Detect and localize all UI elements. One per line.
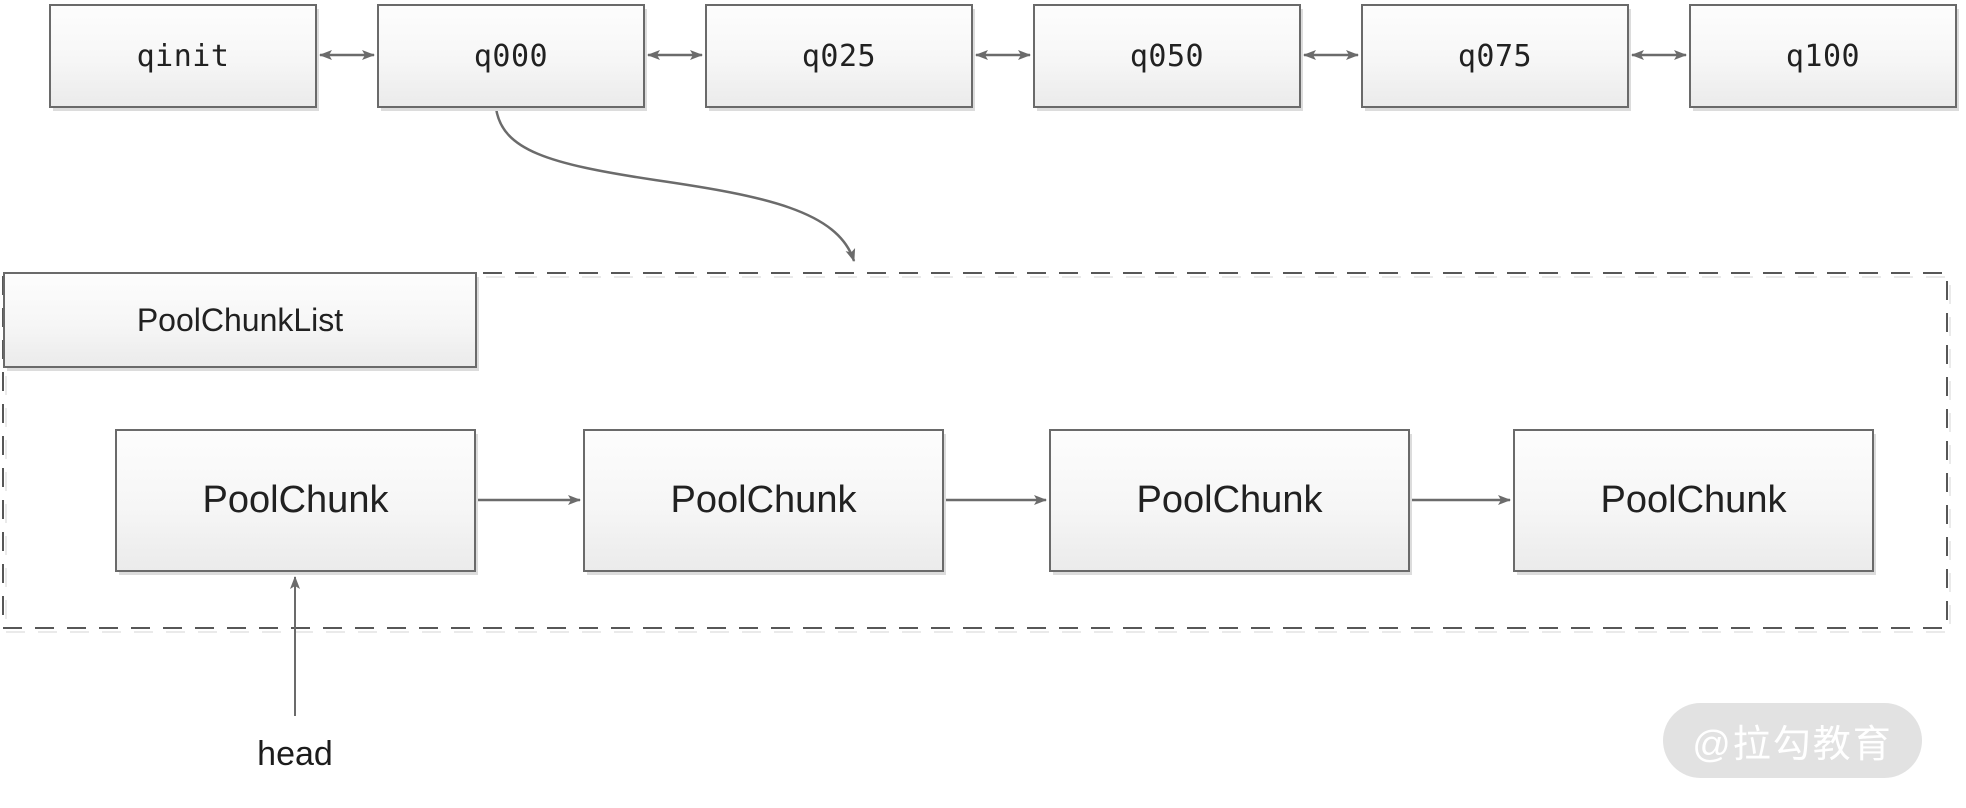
queue-box-label: q000 (473, 38, 549, 74)
queue-box-q075: q075 (1361, 4, 1629, 108)
head-pointer-label: head (257, 735, 333, 773)
poolchunk-box-2: PoolChunk (583, 429, 944, 572)
queue-box-label: q075 (1457, 38, 1533, 74)
watermark-badge: @拉勾教育 (1663, 703, 1922, 778)
poolchunk-label: PoolChunk (1600, 479, 1787, 521)
queue-box-q100: q100 (1689, 4, 1957, 108)
poolchunk-label: PoolChunk (1136, 479, 1323, 521)
queue-box-label: qinit (136, 38, 230, 74)
poolchunklist-label: PoolChunkList (136, 301, 344, 338)
poolchunk-label: PoolChunk (670, 479, 857, 521)
poolchunk-box-3: PoolChunk (1049, 429, 1410, 572)
queue-box-label: q100 (1785, 38, 1861, 74)
queue-box-qinit: qinit (49, 4, 317, 108)
queue-box-label: q025 (801, 38, 877, 74)
poolchunk-box-1: PoolChunk (115, 429, 476, 572)
queue-box-q025: q025 (705, 4, 973, 108)
poolchunk-box-4: PoolChunk (1513, 429, 1874, 572)
queue-box-q000: q000 (377, 4, 645, 108)
queue-box-q050: q050 (1033, 4, 1301, 108)
watermark-text: @拉勾教育 (1692, 724, 1893, 766)
q000-to-chunklist-curved-arrow (494, 107, 856, 262)
poolchunklist-title-box: PoolChunkList (3, 272, 477, 368)
poolchunk-label: PoolChunk (202, 479, 389, 521)
queue-box-label: q050 (1129, 38, 1205, 74)
